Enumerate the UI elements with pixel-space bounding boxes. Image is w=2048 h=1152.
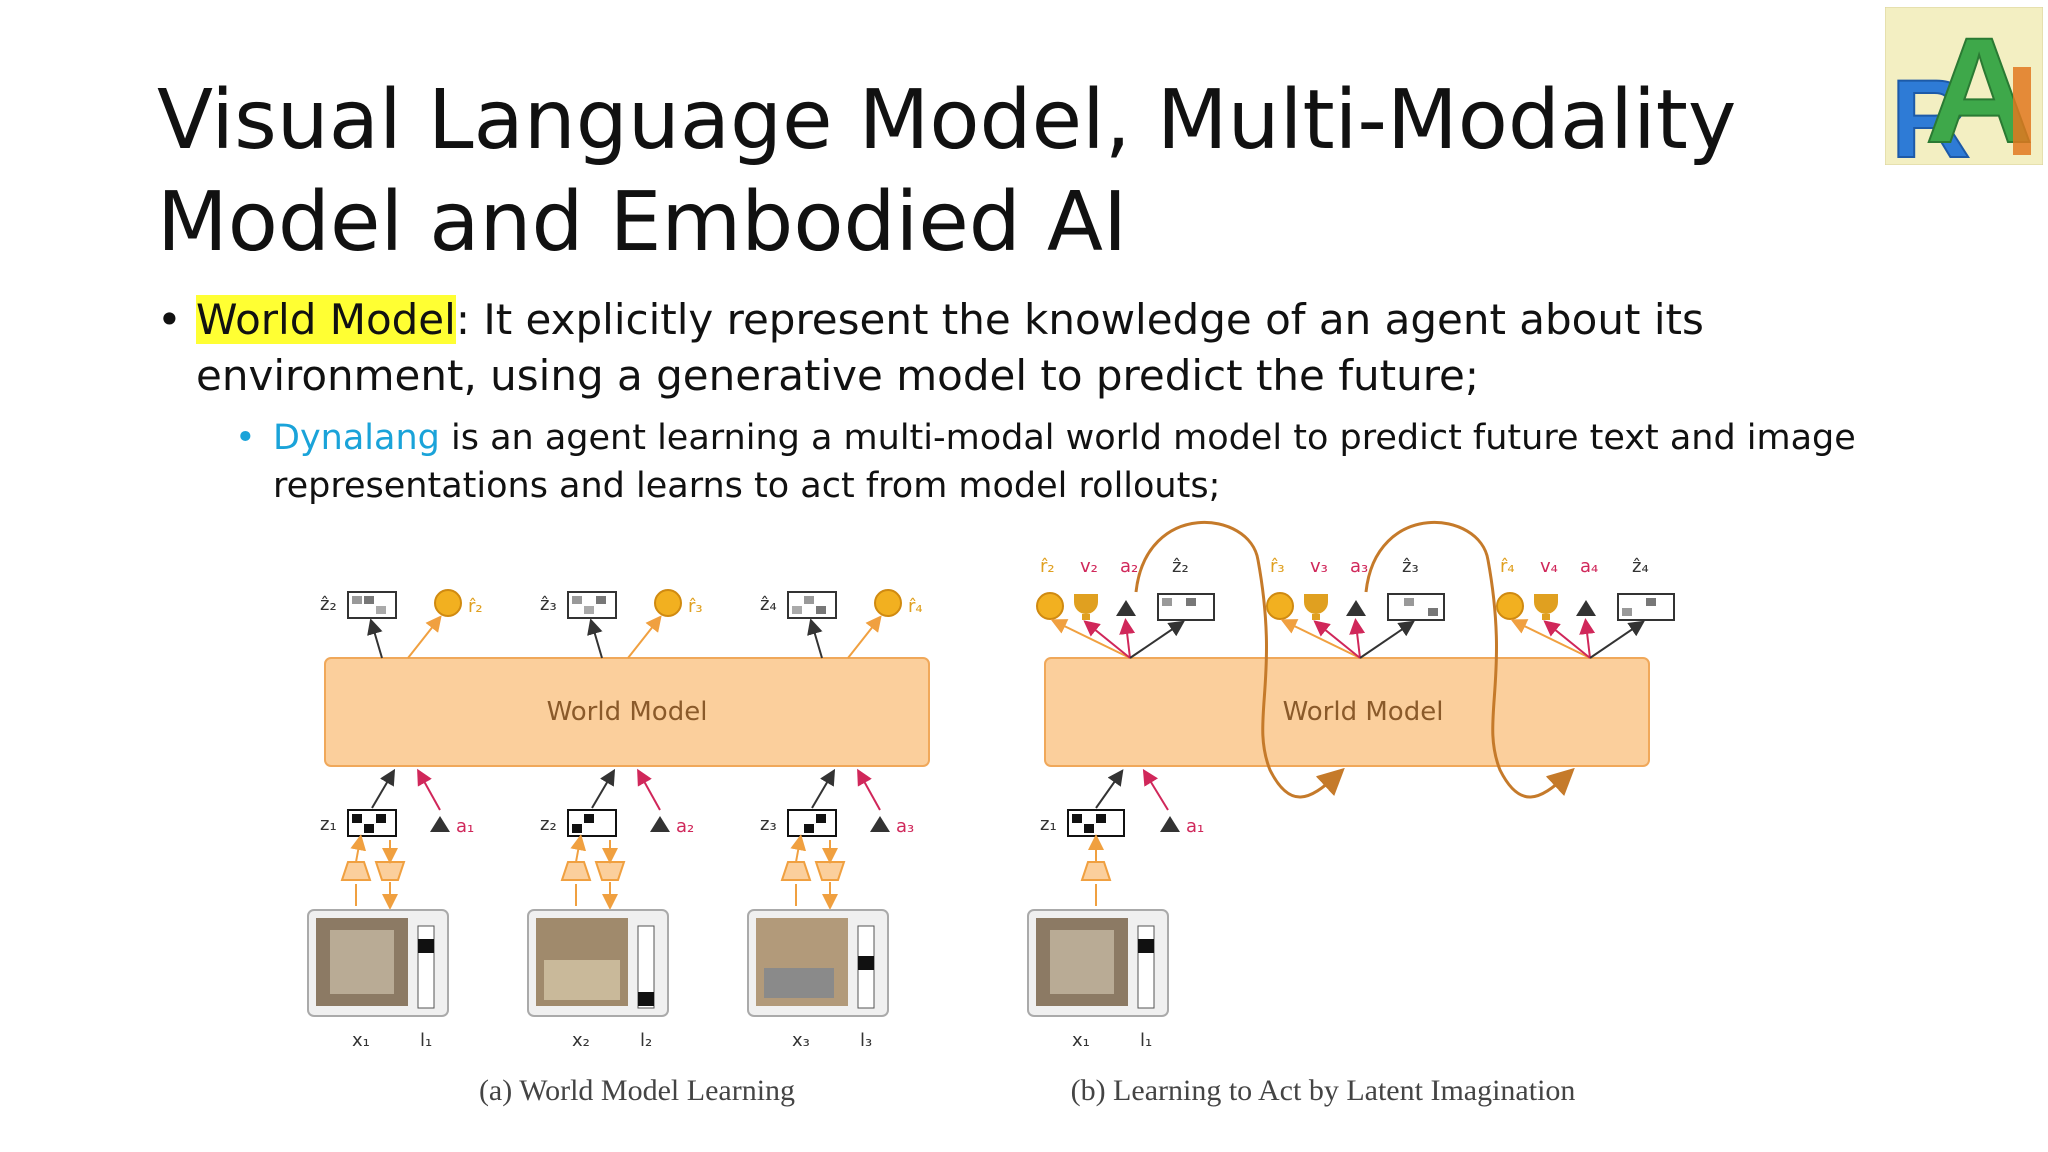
- reward-label: r̂₂: [1040, 556, 1055, 577]
- l-label: l₂: [640, 1030, 652, 1051]
- reward-coin-icon: [1266, 592, 1294, 620]
- value-label: v₄: [1540, 556, 1558, 577]
- reward-label: r̂₄: [1500, 556, 1515, 577]
- action-label: a₁: [456, 816, 474, 837]
- world-model-label-left: World Model: [547, 697, 708, 727]
- reward-coin-icon: [654, 589, 682, 617]
- world-model-text: : It explicitly represent the knowledge …: [196, 295, 1704, 400]
- latent-grid-output: [1157, 593, 1215, 621]
- bullet-dynalang: • Dynalang is an agent learning a multi-…: [235, 414, 1885, 510]
- latent-grid-output: [1617, 593, 1675, 621]
- action-label: a₁: [1186, 816, 1204, 837]
- world-model-box-left: [324, 657, 930, 767]
- trophy-icon: [1534, 594, 1558, 620]
- reward-coin-icon: [1036, 592, 1064, 620]
- reward-coin-icon: [874, 589, 902, 617]
- l-label: l₁: [420, 1030, 432, 1051]
- reward-coin-icon: [434, 589, 462, 617]
- right-step-3: r̂₄ v₄ a₄ ẑ₄: [1496, 556, 1675, 659]
- z-hat-label: ẑ₂: [320, 594, 337, 615]
- action-joystick-icon: [650, 816, 670, 832]
- value-label: v₂: [1080, 556, 1098, 577]
- right-step-1: r̂₂ v₂ a₂ ẑ₂: [1036, 556, 1215, 659]
- slide-title: Visual Language Model, Multi-Modality Mo…: [157, 73, 1737, 270]
- z-hat-label: ẑ₂: [1172, 556, 1189, 577]
- action-label: a₃: [1350, 556, 1368, 577]
- left-step-1: ẑ₂ r̂₂ z₁ a₁ x₁ l₁: [307, 589, 483, 1051]
- action-joystick-icon: [1346, 600, 1366, 616]
- z-hat-label: ẑ₄: [760, 594, 777, 615]
- action-joystick-icon: [1576, 600, 1596, 616]
- action-label: a₂: [1120, 556, 1138, 577]
- action-joystick-icon: [870, 816, 890, 832]
- trophy-icon: [1074, 594, 1098, 620]
- world-model-highlight: World Model: [196, 295, 456, 344]
- action-joystick-icon: [1160, 816, 1180, 832]
- x-label: x₂: [572, 1030, 590, 1051]
- right-step-2: r̂₃ v₃ a₃ ẑ₃: [1266, 556, 1445, 659]
- rollout-arrow-2: [1364, 521, 1575, 799]
- rollout-arrow-1: [1134, 521, 1345, 799]
- reward-label: r̂₄: [908, 596, 923, 617]
- z-hat-label: ẑ₃: [540, 594, 557, 615]
- dynalang-link[interactable]: Dynalang: [273, 418, 440, 458]
- sub-bullet-dot: •: [235, 418, 256, 458]
- reward-label: r̂₃: [688, 596, 703, 617]
- left-step-2: ẑ₃ r̂₃ z₂ a₂ x₂ l₂: [527, 589, 703, 1051]
- dynalang-diagram: World Model ẑ₂ r̂₂ z₁ a₁ x₁ l₁ ẑ₃: [307, 521, 1675, 1107]
- action-joystick-icon: [1116, 600, 1136, 616]
- action-label: a₃: [896, 816, 914, 837]
- reward-coin-icon: [1496, 592, 1524, 620]
- z-hat-label: ẑ₃: [1402, 556, 1419, 577]
- right-input: z₁ a₁ x₁ l₁: [1027, 768, 1204, 1051]
- x-label: x₁: [1072, 1030, 1090, 1051]
- z-in-label: z₁: [320, 814, 337, 835]
- trophy-icon: [1304, 594, 1328, 620]
- caption-right: (b) Learning to Act by Latent Imaginatio…: [1071, 1074, 1576, 1107]
- x-label: x₁: [352, 1030, 370, 1051]
- svg-text:R: R: [1891, 58, 1970, 165]
- latent-grid-output: [1387, 593, 1445, 621]
- x-label: x₃: [792, 1030, 810, 1051]
- l-label: l₁: [1140, 1030, 1152, 1051]
- action-label: a₂: [676, 816, 694, 837]
- reward-label: r̂₃: [1270, 556, 1285, 577]
- z-in-label: z₂: [540, 814, 557, 835]
- z-in-label: z₁: [1040, 814, 1057, 835]
- action-label: a₄: [1580, 556, 1598, 577]
- rai-logo: R A: [1885, 7, 2043, 165]
- reward-label: r̂₂: [468, 596, 483, 617]
- world-model-box-right: [1044, 657, 1650, 767]
- bullet-world-model: • World Model: It explicitly represent t…: [157, 292, 1757, 404]
- z-in-label: z₃: [760, 814, 777, 835]
- left-step-3: ẑ₄ r̂₄ z₃ a₃ x₃ l₃: [747, 589, 923, 1051]
- latent-grid-output: [347, 591, 397, 619]
- caption-left: (a) World Model Learning: [479, 1074, 795, 1107]
- value-label: v₃: [1310, 556, 1328, 577]
- z-hat-label: ẑ₄: [1632, 556, 1649, 577]
- action-joystick-icon: [430, 816, 450, 832]
- l-label: l₃: [860, 1030, 872, 1051]
- bullet-dot: •: [157, 295, 182, 344]
- dynalang-text: is an agent learning a multi-modal world…: [273, 418, 1856, 506]
- world-model-label-right: World Model: [1283, 697, 1444, 727]
